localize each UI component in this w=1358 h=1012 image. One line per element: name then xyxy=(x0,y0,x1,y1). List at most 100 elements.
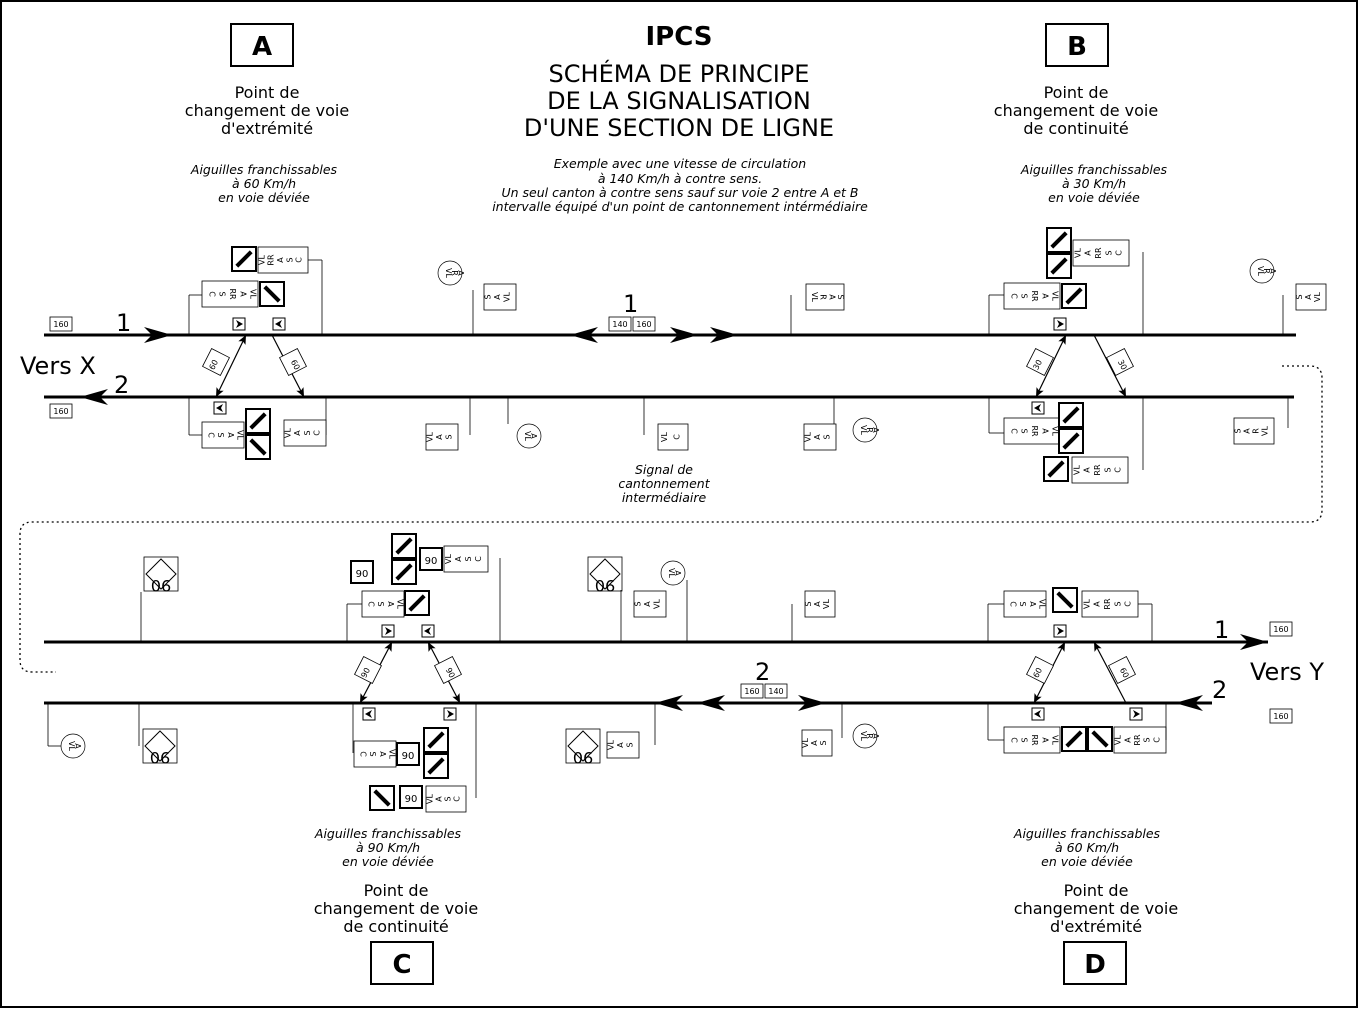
signal-aspect-label: VL xyxy=(235,430,244,440)
point-b-note-3: en voie déviée xyxy=(1048,190,1140,205)
signal-panel-frame xyxy=(1003,590,1047,618)
speed-tag-160-lower-center xyxy=(740,683,764,699)
track-2-direction-arrow xyxy=(80,389,108,405)
point-c-box xyxy=(370,941,434,985)
destination-right: Vers Y xyxy=(1250,658,1324,686)
switch-marker-arrow xyxy=(1133,710,1140,718)
signal-aspect-label: S xyxy=(819,740,828,745)
crossover-arrow-a-1 xyxy=(238,335,246,345)
signal-aspect-label: VL xyxy=(810,292,819,302)
signal-aspect-label: RR xyxy=(1093,464,1102,476)
signal-aspect-label: A xyxy=(493,294,502,300)
signal-aspect-label: S xyxy=(1020,428,1029,433)
speed-tag-60-d2-value: 60 xyxy=(1118,666,1131,679)
signal-aspect-label: VL xyxy=(1114,734,1123,744)
speed-board-value: 90 xyxy=(573,748,593,767)
signal-aspect-label: A xyxy=(1242,428,1251,434)
point-c-note-1: Aiguilles franchissables xyxy=(314,826,462,841)
speed-tag-value: 160 xyxy=(53,407,68,416)
point-a-note-3: en voie déviée xyxy=(218,190,310,205)
indicator-bar xyxy=(1062,432,1080,450)
signal-aspect-label: VL xyxy=(444,553,453,563)
switch-marker-arrow xyxy=(216,404,223,412)
crossover-b-left xyxy=(1035,334,1067,398)
signal-aspect-label: A xyxy=(810,740,819,746)
signal-aspect-label: VL xyxy=(804,431,813,441)
crossover-d-right xyxy=(1093,641,1127,704)
section-link-dotted xyxy=(19,365,1323,673)
indicator-bar xyxy=(427,731,445,749)
point-a-box xyxy=(230,23,294,67)
signal-aspect-label: RR xyxy=(1030,425,1039,437)
switch-marker-arrow xyxy=(1034,710,1041,718)
signal-aspect-label: S xyxy=(804,601,813,606)
signal-aspect-label: A xyxy=(673,570,682,576)
speed-tag-90-c1-value: 90 xyxy=(359,666,372,679)
signal-aspect-label: C xyxy=(295,257,304,263)
signal-panel-frame xyxy=(1003,417,1061,445)
crossover-arrow-c-1 xyxy=(384,642,392,652)
speed-indicator-90-c3 xyxy=(396,742,420,766)
point-a-caption-3: d'extrémité xyxy=(221,119,313,138)
signal-aspect-label: VL xyxy=(667,568,676,578)
signal-panel-frame xyxy=(803,423,837,451)
speed-indicator-90-c1 xyxy=(350,560,374,584)
track-label-1-lower: 1 xyxy=(1214,616,1229,644)
signal-aspect-label: C xyxy=(1115,250,1124,256)
speed-tag-value: 160 xyxy=(1273,712,1288,721)
indicator-bar xyxy=(427,757,445,775)
signal-aspect-label: S xyxy=(1020,293,1029,298)
switch-arrow-head xyxy=(384,642,392,652)
subtitle-line-3: D'UNE SECTION DE LIGNE xyxy=(524,114,834,142)
subtitle-line-1: SCHÉMA DE PRINCIPE xyxy=(549,59,810,88)
signal-aspect-label: C xyxy=(207,291,216,297)
speed-indicator-value: 90 xyxy=(356,569,369,580)
signal-aspect-label: R xyxy=(1262,268,1271,274)
signal-aspect-label: VL xyxy=(1051,426,1060,436)
signal-aspect-label: RR xyxy=(1133,734,1142,746)
point-d-letter: D xyxy=(1084,950,1106,980)
signal-aspect-label: VL xyxy=(523,431,532,441)
indicator-bar xyxy=(395,563,413,581)
signal-aspect-label: A xyxy=(616,742,625,748)
signal-aspect-label: RR xyxy=(228,288,237,300)
signal-aspect-label: S xyxy=(1020,737,1029,742)
signal-disc-frame xyxy=(660,560,686,586)
speed-tag-value: 160 xyxy=(744,687,759,696)
signal-aspect-label: C xyxy=(312,430,321,436)
signal-aspect-label: A xyxy=(529,433,538,439)
signal-aspect-label: VL xyxy=(1256,266,1265,276)
signal-panel-frame xyxy=(361,590,405,618)
indicator-bar xyxy=(235,250,253,268)
signal-aspect-label: R xyxy=(450,270,459,276)
point-c-caption-2: changement de voie xyxy=(314,899,478,918)
signal-aspect-label: RR xyxy=(1094,247,1103,259)
switch-arrow-head xyxy=(296,387,304,397)
subtitle-line-2: DE LA SIGNALISATION xyxy=(547,87,811,115)
signal-panel-frame xyxy=(1233,417,1275,445)
track-2-lower-arrow-center xyxy=(655,695,683,711)
signal-disc-c: VLA xyxy=(660,560,686,586)
signal-aspect-label: S xyxy=(376,601,385,606)
signal-disc-lower-left: VLA xyxy=(60,733,86,759)
track-label-2-center: 2 xyxy=(755,658,770,686)
switch-marker-arrow xyxy=(236,320,243,328)
intermediate-signal-caption-2: cantonnement xyxy=(618,476,710,491)
signal-aspect-label: S xyxy=(464,556,473,561)
signal-aspect-label: VL xyxy=(426,431,435,441)
indicator-bar xyxy=(1065,287,1083,305)
speed-tag-value: 160 xyxy=(53,320,68,329)
speed-tag-30-b1 xyxy=(1026,348,1054,376)
signal-panel-frame xyxy=(201,421,245,449)
signal-aspect-label: C xyxy=(474,556,483,562)
signal-disc-frame xyxy=(60,733,86,759)
